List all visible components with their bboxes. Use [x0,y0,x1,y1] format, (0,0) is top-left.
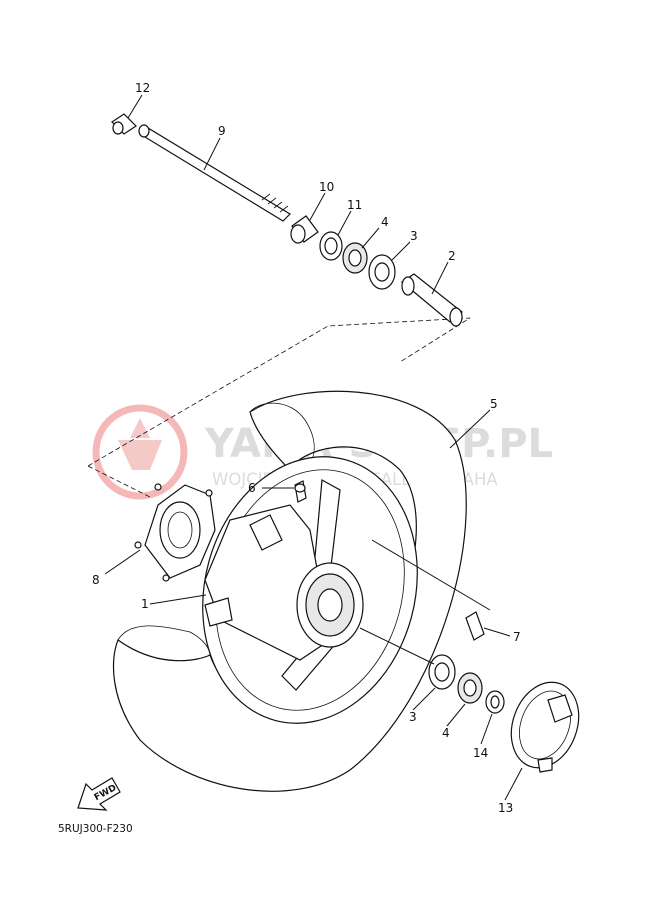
bearing-lower-3 [428,654,456,690]
axle-nut [111,113,137,135]
brake-shoe-plate [510,681,580,773]
callout-2: 2 [448,249,456,263]
oil-seal-upper [319,231,343,261]
axle [138,124,291,222]
dashed-outline-left [87,465,153,499]
collar [290,215,319,244]
leader-lines [104,94,523,801]
callout-12: 12 [135,81,150,95]
callout-11: 11 [347,198,362,212]
callouts: 12 9 10 11 4 3 2 5 6 8 1 7 3 4 14 13 [92,81,521,815]
bearing-upper-3 [368,254,396,290]
callout-3-upper: 3 [410,229,418,243]
diagram-code: 5RUJ300-F230 [58,823,133,835]
callout-13: 13 [498,801,513,815]
collar-lower [485,690,505,714]
spacer [400,273,463,327]
wheel [202,456,418,724]
callout-8: 8 [92,573,100,587]
valve [294,480,307,503]
callout-5: 5 [490,397,498,411]
balance-weight [465,611,485,641]
callout-6: 6 [248,481,256,495]
callout-9: 9 [218,124,226,138]
bearing-upper-4 [342,242,368,274]
callout-10: 10 [319,180,334,194]
dashed-outline-top [87,317,471,467]
callout-4-lower: 4 [442,726,450,740]
bearing-lower-4 [457,672,483,704]
callout-1: 1 [141,597,149,611]
callout-4-upper: 4 [381,215,389,229]
callout-7: 7 [513,630,521,644]
yamaha-logo-icon [92,404,188,500]
callout-3-lower: 3 [409,710,417,724]
fwd-arrow-icon: FWD [77,777,121,811]
disc-plate [134,483,216,582]
callout-14: 14 [473,746,488,760]
